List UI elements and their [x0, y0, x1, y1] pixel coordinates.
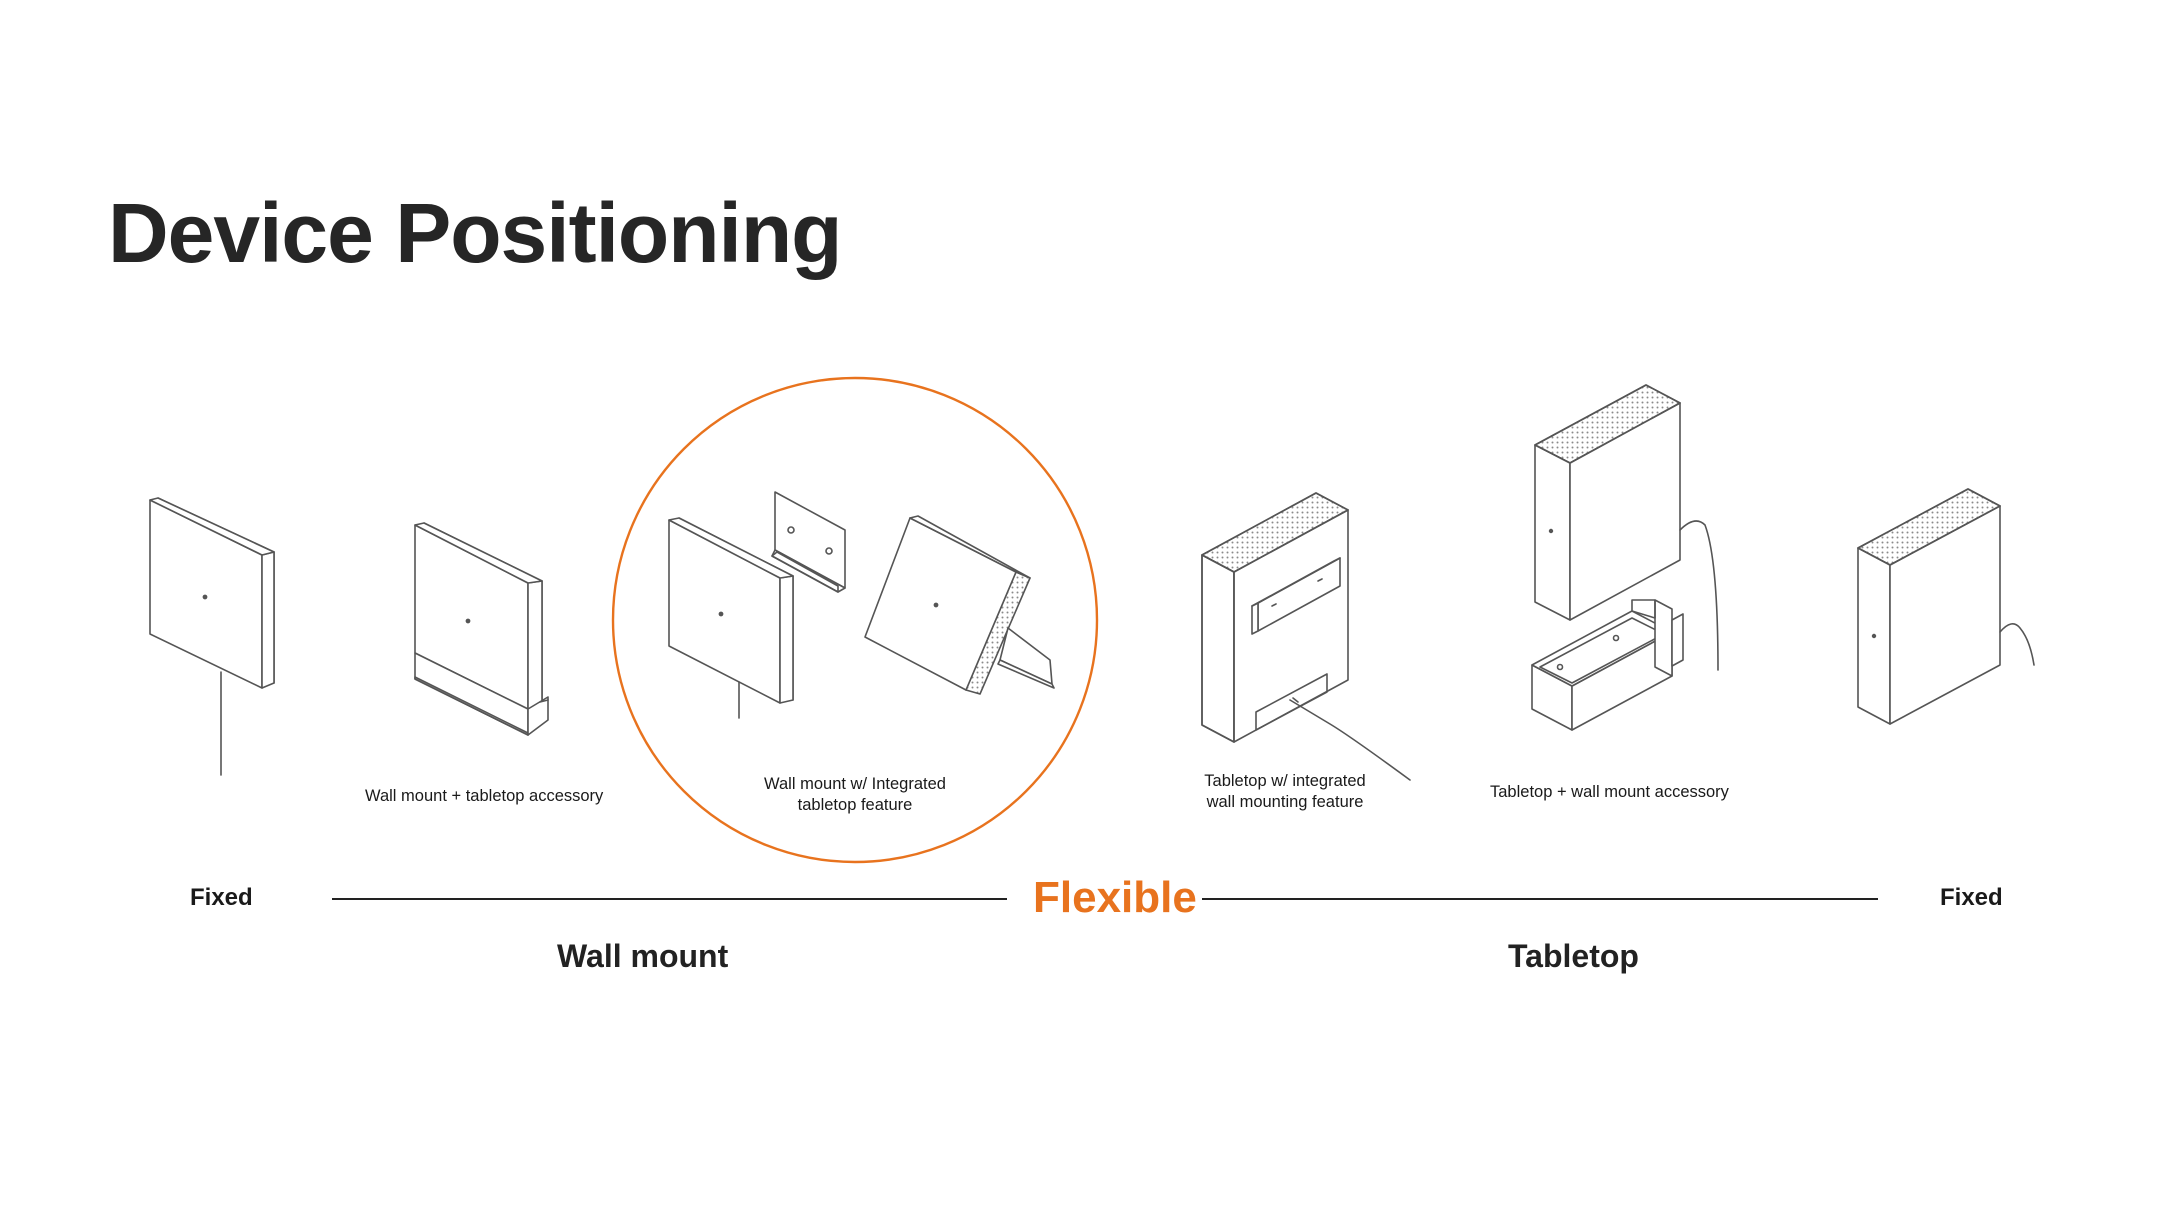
scale-left-fixed-label: Fixed [190, 884, 253, 911]
group-label-tabletop: Tabletop [1508, 938, 1639, 974]
page-title: Device Positioning [108, 186, 842, 280]
caption-line: wall mounting feature [1206, 793, 1364, 811]
tabletop-fixed-illustration [1857, 488, 2035, 725]
caption-line: tabletop feature [797, 796, 913, 814]
scale-left-line [332, 898, 1007, 900]
caption-line: Tabletop w/ integrated [1204, 772, 1366, 790]
wall-mount-fixed-illustration [149, 497, 275, 776]
caption-tabletop-integrated-wall: Tabletop w/ integrated wall mounting fea… [1195, 771, 1375, 813]
tabletop-wall-mount-accessory-illustration [1531, 384, 1719, 731]
scale-flexible-label: Flexible [1033, 873, 1197, 922]
wall-mount-integrated-tabletop-illustration [611, 376, 1099, 864]
highlight-circle [611, 376, 1099, 864]
scale-right-fixed-label: Fixed [1940, 884, 2003, 911]
caption-tabletop-wall-mount-accessory: Tabletop + wall mount accessory [1490, 783, 1729, 801]
caption-wall-mount-tabletop-accessory: Wall mount + tabletop accessory [365, 787, 604, 805]
scale-right-line [1202, 898, 1878, 900]
caption-line: Wall mount w/ Integrated [764, 775, 946, 793]
caption-wall-mount-integrated-tabletop: Wall mount w/ Integrated tabletop featur… [758, 774, 952, 816]
group-label-wall-mount: Wall mount [557, 938, 729, 974]
wall-mount-tabletop-accessory-illustration [414, 522, 549, 736]
tabletop-integrated-wall-illustration [1201, 492, 1411, 781]
